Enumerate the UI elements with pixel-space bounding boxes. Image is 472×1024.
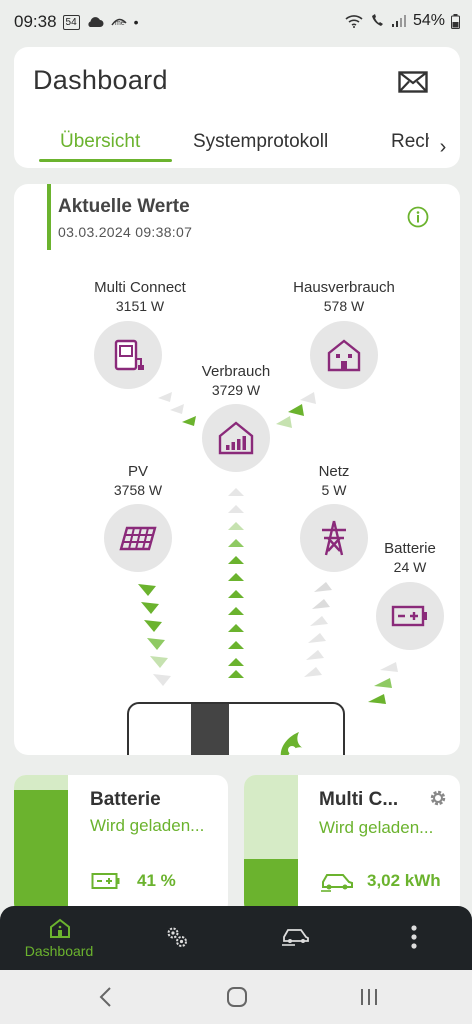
pv-circle[interactable] [104, 504, 172, 572]
svg-text:me: me [115, 20, 125, 27]
multi-connect-card-value: 3,02 kWh [367, 871, 441, 890]
wifi-calling-icon [371, 14, 383, 26]
multi-connect-card-title: Multi C... [319, 789, 399, 810]
nav-settings[interactable] [142, 906, 212, 970]
notification-badge: 54 [62, 14, 80, 30]
bottom-navigation: Dashboard [0, 906, 472, 970]
system-navigation [0, 970, 472, 1024]
flow-arrows [138, 392, 398, 704]
more-vert-icon [411, 925, 417, 949]
node-netz: Netz 5 W [290, 463, 378, 498]
nav-charging[interactable] [260, 906, 330, 970]
clock: 09:38 [14, 12, 57, 31]
node-label: PV [127, 463, 148, 480]
battery-card[interactable]: Batterie Wird geladen... 41 % [14, 775, 228, 915]
car-charging-icon [321, 874, 353, 892]
multi-connect-level-fill [244, 859, 298, 915]
mail-icon[interactable] [398, 71, 428, 93]
node-label: Hausverbrauch [293, 279, 395, 296]
node-verbrauch: Verbrauch 3729 W [172, 363, 300, 398]
back-icon[interactable] [94, 984, 120, 1010]
cloud-icon [88, 17, 104, 27]
node-value: 24 W [393, 559, 427, 575]
node-pv: PV 3758 W [82, 463, 194, 498]
battery-icon [91, 873, 120, 889]
app-notification-icon: me [111, 18, 127, 27]
signal-icon [391, 15, 406, 27]
battery-charge-icon [391, 605, 427, 627]
battery-card-title: Batterie [90, 789, 161, 810]
multi-connect-card-status: Wird geladen... [319, 818, 434, 837]
info-icon[interactable] [407, 206, 429, 228]
node-value: 3151 W [115, 298, 165, 314]
tab-systemprotokoll[interactable]: Systemprotokoll [193, 131, 329, 152]
multi-connect-card[interactable]: Multi C... Wird geladen... 3,02 kWh [244, 775, 460, 915]
nav-dashboard[interactable]: Dashboard [14, 906, 104, 970]
chevron-right-icon[interactable]: › [429, 133, 457, 161]
verbrauch-circle[interactable] [202, 404, 270, 472]
energy-flow-card: Aktuelle Werte 03.03.2024 09:38:07 [14, 184, 460, 755]
car-charging-icon [282, 929, 309, 946]
netz-circle[interactable] [300, 504, 368, 572]
node-label: Verbrauch [201, 363, 271, 380]
tab-uebersicht[interactable]: Übersicht [60, 131, 141, 152]
tab-rechnungen[interactable]: Rech [391, 131, 436, 152]
node-label: Multi Connect [94, 279, 186, 296]
battery-icon [451, 13, 460, 29]
dot-icon: • [133, 14, 139, 30]
inverter-device[interactable] [127, 702, 345, 755]
battery-level-fill [14, 790, 68, 915]
gear-icon[interactable] [428, 788, 448, 808]
brand-logo-icon [280, 732, 303, 755]
nav-more[interactable] [380, 906, 450, 970]
power-pylon-icon [322, 520, 346, 556]
node-value: 3729 W [211, 382, 261, 398]
node-value: 3758 W [113, 482, 163, 498]
battery-card-status: Wird geladen... [90, 816, 205, 835]
battery-card-value: 41 % [137, 871, 176, 890]
batterie-circle[interactable] [376, 582, 444, 650]
node-value: 5 W [321, 482, 347, 498]
multi-connect-circle[interactable] [94, 321, 162, 389]
house-consumption-icon [327, 339, 361, 372]
pv-arrow-column [138, 584, 171, 686]
hausverbrauch-arrows [276, 392, 316, 428]
multiconnect-arrows [158, 392, 196, 426]
center-arrow-column [228, 488, 244, 678]
house-icon [50, 918, 70, 938]
nav-dashboard-label: Dashboard [24, 943, 94, 959]
node-hausverbrauch: Hausverbrauch 578 W [276, 279, 412, 314]
node-label: Batterie [384, 540, 436, 557]
tab-bar: Übersicht Systemprotokoll Rech › [14, 127, 460, 167]
wallbox-icon [114, 339, 144, 371]
flow-title: Aktuelle Werte [58, 196, 190, 217]
consumption-chart-icon [218, 421, 254, 455]
node-label: Netz [318, 463, 350, 480]
page-title: Dashboard [33, 65, 168, 95]
hausverbrauch-circle[interactable] [310, 321, 378, 389]
battery-arrow-column [368, 662, 398, 704]
node-batterie: Batterie 24 W [370, 540, 450, 575]
battery-percent: 54% [412, 12, 445, 29]
node-multi-connect: Multi Connect 3151 W [70, 279, 210, 314]
solar-panel-icon [119, 526, 157, 551]
dashboard-header: Dashboard Übersicht Systemprotokoll Rech… [14, 47, 460, 168]
node-value: 578 W [323, 298, 365, 314]
flow-timestamp: 03.03.2024 09:38:07 [58, 224, 193, 240]
netz-arrow-column [304, 582, 332, 677]
accent-bar [47, 184, 51, 250]
active-tab-indicator [39, 159, 172, 162]
gears-icon [167, 927, 187, 947]
home-icon[interactable] [224, 984, 250, 1010]
wifi-icon [345, 15, 363, 28]
status-bar: 09:38 54 me • 54% [0, 0, 472, 44]
recents-icon[interactable] [356, 984, 382, 1010]
inverter-display [191, 704, 229, 755]
